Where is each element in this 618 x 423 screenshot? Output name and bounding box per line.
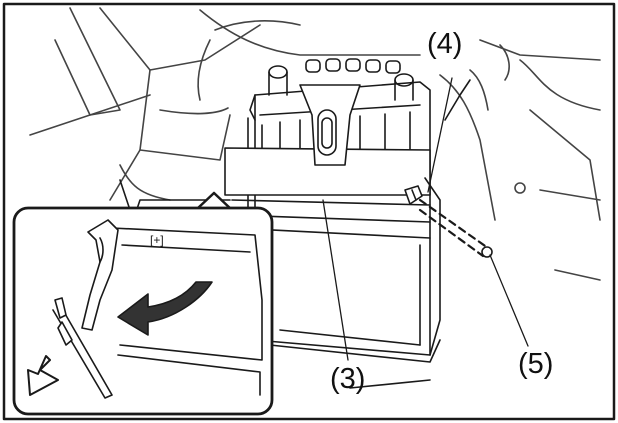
engine-bay-background <box>29 7 601 281</box>
detail-inset <box>12 191 274 416</box>
bolt-4 <box>404 79 471 356</box>
leader-3 <box>322 199 349 361</box>
battery-caps <box>268 58 414 101</box>
callout-5: (5) <box>518 348 554 380</box>
leader-lines <box>322 77 529 361</box>
rod-5 <box>418 198 493 258</box>
removal-arrow <box>117 281 213 336</box>
callout-4: (4) <box>427 28 463 60</box>
leader-4 <box>427 77 453 193</box>
callout-3: (3) <box>330 363 366 395</box>
inset-battery-label: [+] <box>150 233 164 247</box>
pull-arrow <box>27 355 59 396</box>
leader-5 <box>489 254 529 347</box>
